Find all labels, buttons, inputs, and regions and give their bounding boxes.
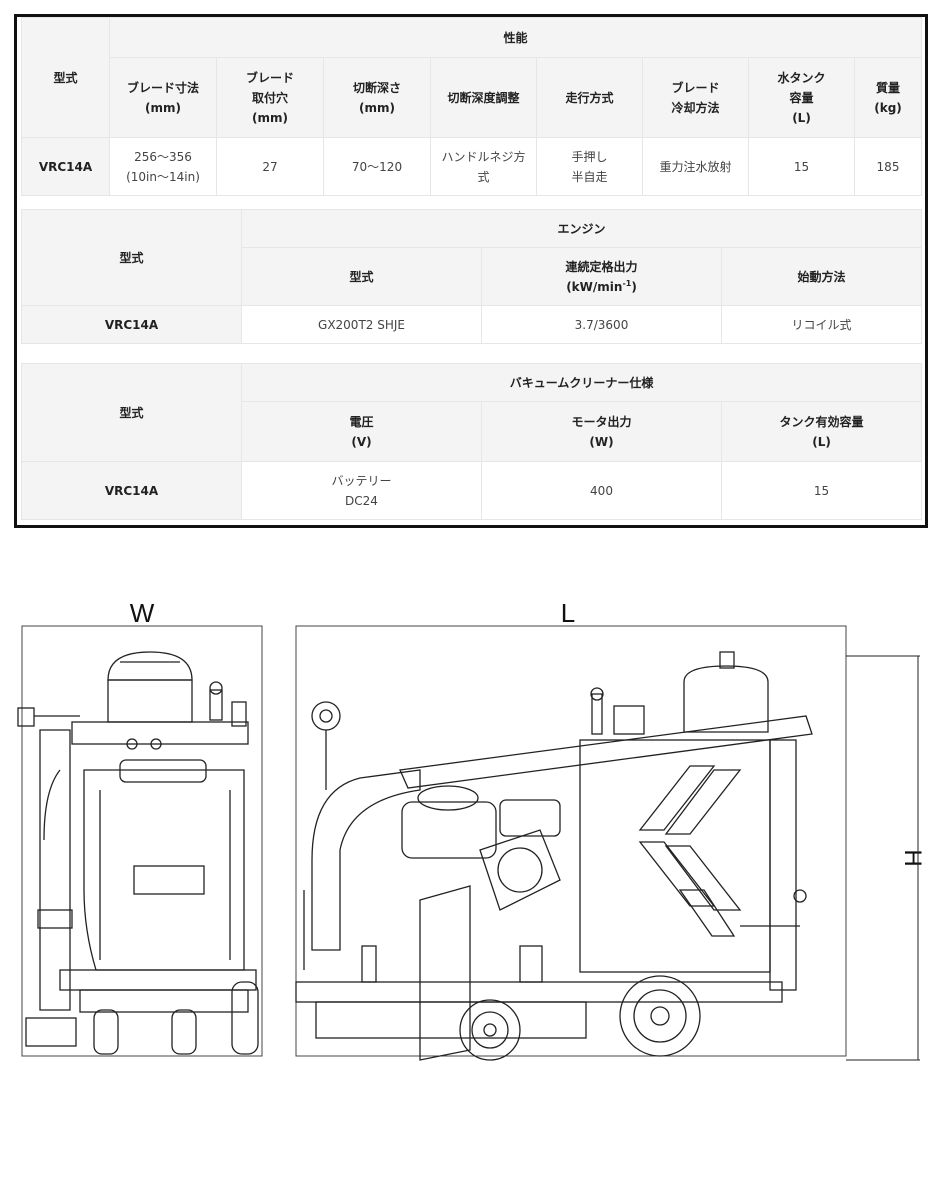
machine-dimension-drawing: W L H — [17, 598, 926, 1061]
col-voltage: 電圧 (V) — [241, 401, 482, 462]
cell-voltage: バッテリー DC24 — [241, 461, 482, 520]
width-label: W — [130, 598, 155, 628]
row-model: VRC14A — [21, 137, 110, 196]
col-mass: 質量 (kg) — [853, 57, 923, 138]
col-blade-hole: ブレード 取付穴 (mm) — [216, 57, 324, 138]
cell-depth-adjust: ハンドルネジ方 式 — [430, 137, 537, 196]
col-rated-output: 連続定格出力(kW/min-1) — [481, 247, 722, 306]
vacuum-group-header: バキュームクリーナー仕様 — [240, 363, 923, 402]
cell-mass: 185 — [853, 137, 923, 196]
col-blade-size: ブレード寸法 (mm) — [109, 57, 217, 138]
performance-table: 型式 性能 ブレード寸法 (mm) ブレード 取付穴 (mm) 切断深さ (mm… — [21, 17, 923, 196]
model-header: 型式 — [21, 363, 242, 462]
cell-travel-method: 手押し 半自走 — [536, 137, 643, 196]
col-depth-adjust: 切断深度調整 — [430, 57, 537, 138]
performance-group-header: 性能 — [108, 17, 923, 58]
vacuum-table: 型式 バキュームクリーナー仕様 電圧 (V) モータ出力 (W) タンク有効容量… — [21, 363, 923, 520]
col-travel-method: 走行方式 — [536, 57, 643, 138]
cell-rated-output: 3.7/3600 — [481, 305, 722, 344]
col-start-method: 始動方法 — [720, 247, 923, 306]
side-view — [295, 625, 920, 1061]
cell-blade-cooling: 重力注水放射 — [642, 137, 749, 196]
engine-group-header: エンジン — [240, 209, 923, 248]
col-tank-capacity: タンク有効容量 (L) — [720, 401, 923, 462]
cell-engine-model: GX200T2 SHJE — [241, 305, 482, 344]
col-water-tank: 水タンク 容量 (L) — [748, 57, 855, 138]
engine-table: 型式 エンジン 型式 連続定格出力(kW/min-1) 始動方法 VRC14A … — [21, 209, 923, 344]
row-model: VRC14A — [21, 305, 242, 344]
row-model: VRC14A — [21, 461, 242, 520]
height-label: H — [899, 849, 926, 866]
col-engine-model: 型式 — [241, 247, 482, 306]
model-header: 型式 — [21, 209, 242, 306]
col-cut-depth: 切断深さ (mm) — [323, 57, 431, 138]
cell-blade-hole: 27 — [216, 137, 324, 196]
cell-start-method: リコイル式 — [720, 305, 923, 344]
col-blade-cooling: ブレード 冷却方法 — [642, 57, 749, 138]
spec-table-frame: 型式 性能 ブレード寸法 (mm) ブレード 取付穴 (mm) 切断深さ (mm… — [14, 14, 928, 528]
length-label: L — [561, 598, 575, 628]
cell-blade-size: 256～356 (10in～14in) — [109, 137, 217, 196]
col-motor-output: モータ出力 (W) — [481, 401, 722, 462]
cell-cut-depth: 70～120 — [323, 137, 431, 196]
cell-motor-output: 400 — [481, 461, 722, 520]
cell-water-tank: 15 — [748, 137, 855, 196]
cell-tank-capacity: 15 — [720, 461, 923, 520]
front-view — [17, 625, 263, 1057]
model-header: 型式 — [21, 17, 110, 138]
